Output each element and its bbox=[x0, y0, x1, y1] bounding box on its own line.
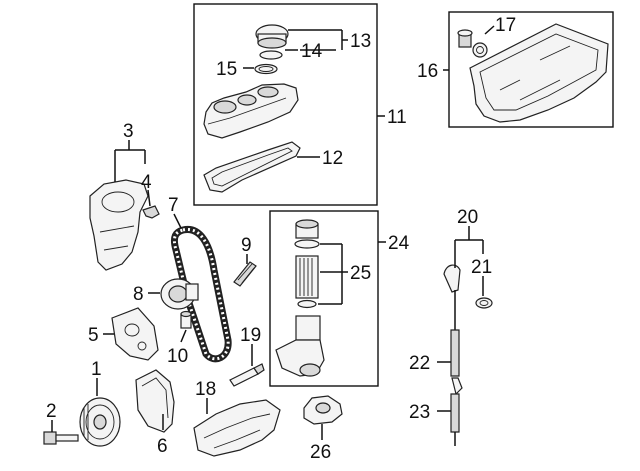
callout-7: 7 bbox=[168, 195, 179, 216]
callout-19: 19 bbox=[240, 325, 261, 346]
callout-5: 5 bbox=[88, 325, 99, 346]
oil-pan bbox=[469, 23, 609, 123]
callout-18: 18 bbox=[195, 379, 216, 400]
leader-lines bbox=[51, 25, 495, 440]
callout-11: 11 bbox=[387, 107, 407, 128]
dipstick bbox=[443, 264, 461, 330]
callout-3: 3 bbox=[123, 121, 134, 142]
callout-26: 26 bbox=[310, 442, 331, 463]
backing-plate bbox=[135, 369, 175, 433]
drain-plug bbox=[457, 29, 473, 48]
callout-25: 25 bbox=[350, 263, 371, 284]
heat-shield bbox=[193, 399, 281, 457]
dipstick-guide-tube bbox=[450, 393, 460, 446]
callout-24: 24 bbox=[388, 233, 410, 254]
cover-clip bbox=[142, 205, 160, 219]
dipstick-tube bbox=[450, 329, 463, 396]
callout-13: 13 bbox=[350, 31, 371, 52]
callout-10: 10 bbox=[167, 346, 188, 367]
filler-seal-ring bbox=[254, 63, 278, 75]
callout-15: 15 bbox=[216, 59, 237, 80]
crankshaft-pulley bbox=[79, 397, 121, 447]
callout-23: 23 bbox=[409, 402, 430, 423]
filter-o-ring-lower bbox=[297, 299, 317, 309]
callout-16: 16 bbox=[417, 61, 438, 82]
callout-4: 4 bbox=[141, 172, 152, 193]
valve-cover-gasket bbox=[203, 141, 301, 193]
oil-filter-element bbox=[295, 255, 319, 299]
callout-17: 17 bbox=[495, 15, 516, 36]
callout-1: 1 bbox=[91, 359, 102, 380]
oil-pressure-sensor bbox=[229, 363, 265, 387]
callout-6: 6 bbox=[157, 436, 168, 457]
callout-9: 9 bbox=[241, 235, 252, 256]
callout-8: 8 bbox=[133, 284, 144, 305]
dipstick-o-ring bbox=[475, 297, 493, 309]
valve-cover bbox=[203, 83, 299, 139]
bushing bbox=[180, 310, 192, 329]
callout-14: 14 bbox=[301, 41, 323, 62]
filter-o-ring-upper bbox=[294, 239, 320, 249]
cap-seal bbox=[259, 50, 283, 60]
mounting-bracket bbox=[111, 307, 159, 361]
callout-12: 12 bbox=[322, 148, 343, 169]
valve-cover-group-box bbox=[193, 3, 378, 206]
callout-21: 21 bbox=[471, 257, 492, 278]
belt-tensioner bbox=[160, 278, 199, 310]
oil-filler-cap bbox=[255, 24, 289, 49]
oil-pump bbox=[303, 395, 343, 425]
pulley-bolt bbox=[43, 431, 79, 445]
timing-belt-cover bbox=[89, 179, 149, 271]
oil-filter-group-box bbox=[269, 210, 379, 387]
callout-22: 22 bbox=[409, 353, 430, 374]
callout-20: 20 bbox=[457, 207, 478, 228]
drain-plug-gasket bbox=[472, 42, 488, 58]
oil-filter-housing bbox=[275, 315, 325, 377]
callout-2: 2 bbox=[46, 401, 57, 422]
filter-cap bbox=[295, 219, 319, 239]
stud-bolt bbox=[233, 261, 257, 287]
